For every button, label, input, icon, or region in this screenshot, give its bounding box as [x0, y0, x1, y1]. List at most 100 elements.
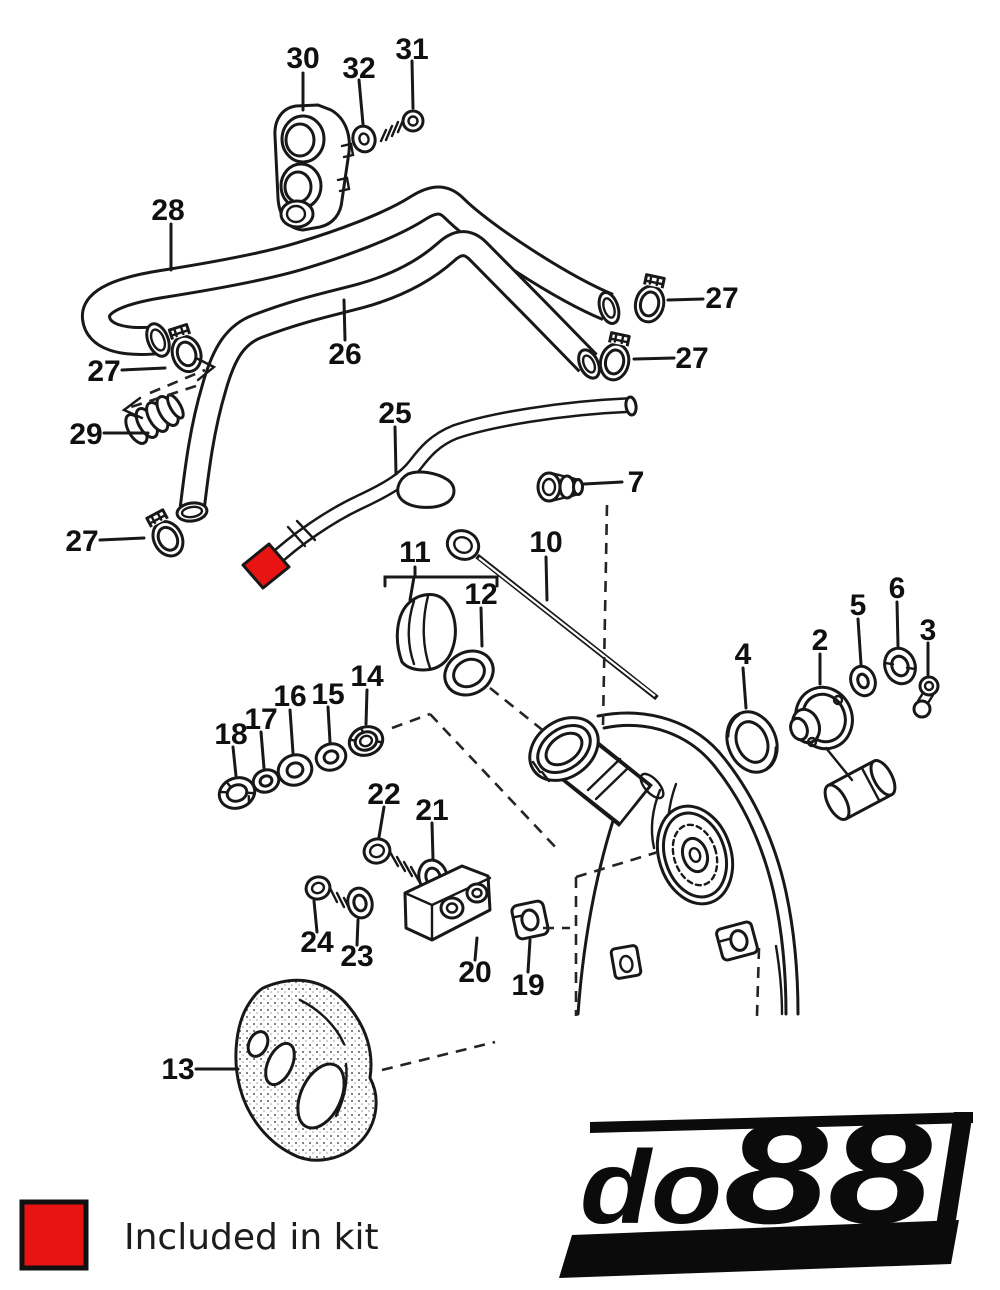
seal-ring-4 — [725, 710, 779, 774]
washer-32 — [351, 124, 377, 154]
pipe-flange-loop — [396, 470, 456, 509]
callout-23: 23 — [340, 918, 374, 973]
bolt-22 — [362, 837, 421, 883]
valve-piston — [823, 758, 897, 822]
hose-clamp-27-upper-left — [163, 321, 207, 377]
callouts: 30 32 31 28 26 27 27 27 29 27 25 7 10 11… — [65, 33, 936, 1086]
callout-27-upper-left: 27 — [87, 355, 167, 388]
callout-31: 31 — [395, 33, 429, 110]
callout-7: 7 — [582, 466, 644, 499]
bolt-31 — [379, 109, 425, 143]
svg-text:13: 13 — [161, 1053, 194, 1086]
callout-25: 25 — [378, 397, 412, 476]
callout-15: 15 — [311, 678, 345, 744]
svg-text:28: 28 — [151, 194, 184, 227]
callout-28: 28 — [151, 194, 185, 272]
svg-text:11: 11 — [399, 536, 431, 569]
svg-text:10: 10 — [529, 526, 562, 559]
svg-text:29: 29 — [69, 418, 102, 451]
oil-hose-28 — [81, 185, 621, 358]
svg-text:21: 21 — [415, 794, 448, 827]
callout-24: 24 — [300, 899, 334, 959]
callout-3: 3 — [920, 614, 937, 677]
oil-hose-26 — [175, 230, 601, 523]
callout-12: 12 — [464, 578, 498, 648]
junction-bracket-30 — [273, 103, 355, 232]
callout-29: 29 — [69, 418, 150, 451]
hose-clamp-27-mid-right — [595, 330, 636, 384]
svg-text:22: 22 — [367, 778, 400, 811]
callout-14: 14 — [350, 660, 384, 726]
svg-text:30: 30 — [286, 42, 319, 75]
svg-text:6: 6 — [889, 572, 906, 605]
svg-text:15: 15 — [311, 678, 344, 711]
banjo-bolt-3 — [912, 675, 940, 719]
seal-ring-12 — [443, 649, 495, 697]
return-valve-2 — [789, 685, 854, 782]
logo-text-do: do — [580, 1130, 722, 1246]
spacer-16 — [276, 753, 314, 787]
filler-funnel-11 — [395, 593, 457, 672]
svg-text:18: 18 — [214, 718, 247, 751]
callout-2: 2 — [812, 624, 829, 686]
ring-6 — [883, 646, 917, 686]
callout-11: 11 — [383, 536, 499, 602]
hose-clamp-27-upper-right — [630, 272, 671, 326]
callout-21: 21 — [415, 794, 449, 861]
bolt-24 — [304, 875, 359, 916]
svg-text:2: 2 — [812, 624, 829, 657]
svg-text:4: 4 — [735, 638, 752, 671]
callout-17: 17 — [244, 703, 278, 770]
callout-27-mid-right: 27 — [632, 342, 709, 375]
svg-text:31: 31 — [395, 33, 428, 66]
svg-text:16: 16 — [273, 680, 306, 713]
svg-text:26: 26 — [328, 338, 361, 371]
tank-mount-boss — [655, 804, 735, 906]
svg-text:27: 27 — [87, 355, 120, 388]
svg-text:12: 12 — [464, 578, 497, 611]
locknut-18 — [217, 776, 257, 810]
svg-text:17: 17 — [244, 703, 277, 736]
washer-5 — [849, 664, 877, 698]
callout-22: 22 — [367, 778, 401, 839]
svg-text:5: 5 — [850, 589, 867, 622]
logo-bottom-bar — [559, 1220, 959, 1278]
clamp-bracket-20 — [403, 864, 492, 942]
svg-text:32: 32 — [342, 52, 375, 85]
gasket-13 — [234, 978, 378, 1162]
construction-lines — [121, 356, 761, 1072]
svg-text:19: 19 — [511, 969, 544, 1002]
svg-text:3: 3 — [920, 614, 937, 647]
svg-text:14: 14 — [350, 660, 384, 693]
callout-32: 32 — [342, 52, 376, 126]
svg-text:27: 27 — [65, 525, 98, 558]
hose-connector-29 — [124, 393, 185, 445]
oil-pipe-25 — [241, 395, 638, 590]
nut-19 — [510, 899, 550, 941]
tank-clip — [715, 920, 759, 962]
callout-30: 30 — [286, 42, 320, 112]
washer-15 — [314, 742, 348, 772]
plug-7 — [536, 471, 584, 503]
callout-27-upper-right: 27 — [666, 282, 739, 315]
legend: Included in kit — [19, 1199, 379, 1271]
logo-text-88: 88 — [724, 1091, 932, 1254]
callout-20: 20 — [458, 936, 492, 989]
dipstick-10 — [445, 529, 659, 701]
callout-18: 18 — [214, 718, 248, 778]
callout-19: 19 — [511, 938, 545, 1002]
callout-27-lower-left: 27 — [65, 525, 146, 558]
callout-13: 13 — [161, 1053, 240, 1086]
do88-logo: do 88 — [559, 1091, 973, 1278]
svg-text:20: 20 — [458, 956, 491, 989]
svg-text:24: 24 — [300, 926, 334, 959]
legend-label: Included in kit — [124, 1217, 379, 1258]
svg-text:27: 27 — [675, 342, 708, 375]
filler-cap — [528, 716, 600, 783]
callout-26: 26 — [328, 298, 362, 371]
callout-10: 10 — [529, 526, 563, 602]
tank-fitting — [609, 944, 643, 980]
kit-highlight-fitting — [241, 542, 291, 590]
callout-16: 16 — [273, 680, 307, 755]
